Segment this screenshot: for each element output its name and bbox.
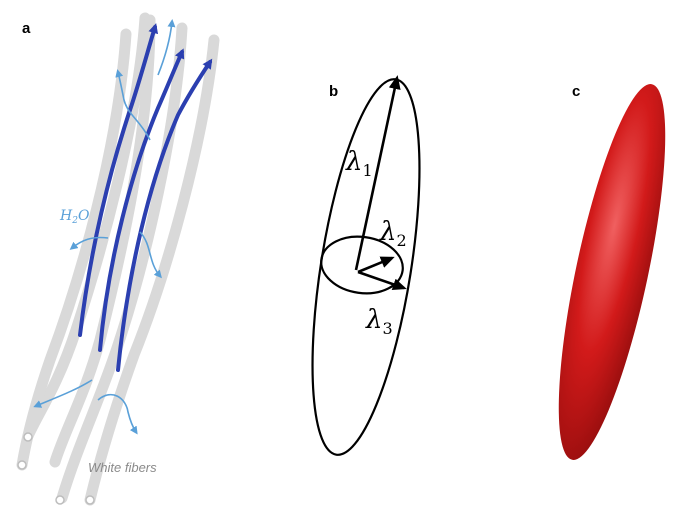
water-arrow-5 [33, 379, 93, 408]
fiber-5 [16, 28, 132, 471]
tract-2 [98, 48, 185, 352]
white-fibers [16, 12, 220, 506]
tract-3 [116, 58, 213, 372]
cross-section-ellipse [320, 235, 404, 295]
water-arrow-1 [115, 69, 151, 141]
eigenvalue-2-label: λ2 [379, 217, 407, 250]
eigenvector-2-arrow [357, 256, 395, 274]
fiber-3 [56, 22, 188, 504]
water-arrows [33, 19, 176, 435]
panel-b: b λ1 λ2 λ3 [311, 75, 421, 456]
eigenvector-1-arrow [354, 75, 401, 271]
water-arrow-4 [139, 231, 162, 279]
fiber-end-2 [17, 460, 27, 470]
eigenvalue-3-label: λ3 [365, 305, 393, 338]
eigenvalue-1-label: λ1 [345, 147, 373, 180]
red-ellipsoid-3d [558, 84, 666, 460]
fiber-4 [84, 34, 220, 506]
eigenvector-3-arrow [357, 270, 407, 291]
water-label: H2O [59, 208, 90, 226]
eigenvector-arrows [354, 75, 407, 291]
fiber-ends [17, 432, 95, 505]
panel-letter-b: b [329, 83, 338, 100]
panel-letter-c: c [572, 83, 580, 100]
fiber-end-3 [55, 495, 65, 505]
diffusion-ellipsoid-outline [311, 78, 421, 456]
water-arrow-3 [69, 236, 109, 250]
water-arrow-2 [157, 19, 176, 76]
panel-letter-a: a [22, 20, 31, 37]
water-arrow-6 [97, 394, 138, 435]
tract-1 [78, 23, 159, 337]
fiber-2 [49, 14, 156, 468]
white-fibers-label: White fibers [88, 460, 157, 475]
fiber-end-4 [85, 495, 95, 505]
panel-a: a H2O [16, 12, 220, 506]
fiber-end-1 [23, 432, 33, 442]
panel-c: c [558, 83, 666, 460]
diffusion-tracts [78, 23, 213, 372]
